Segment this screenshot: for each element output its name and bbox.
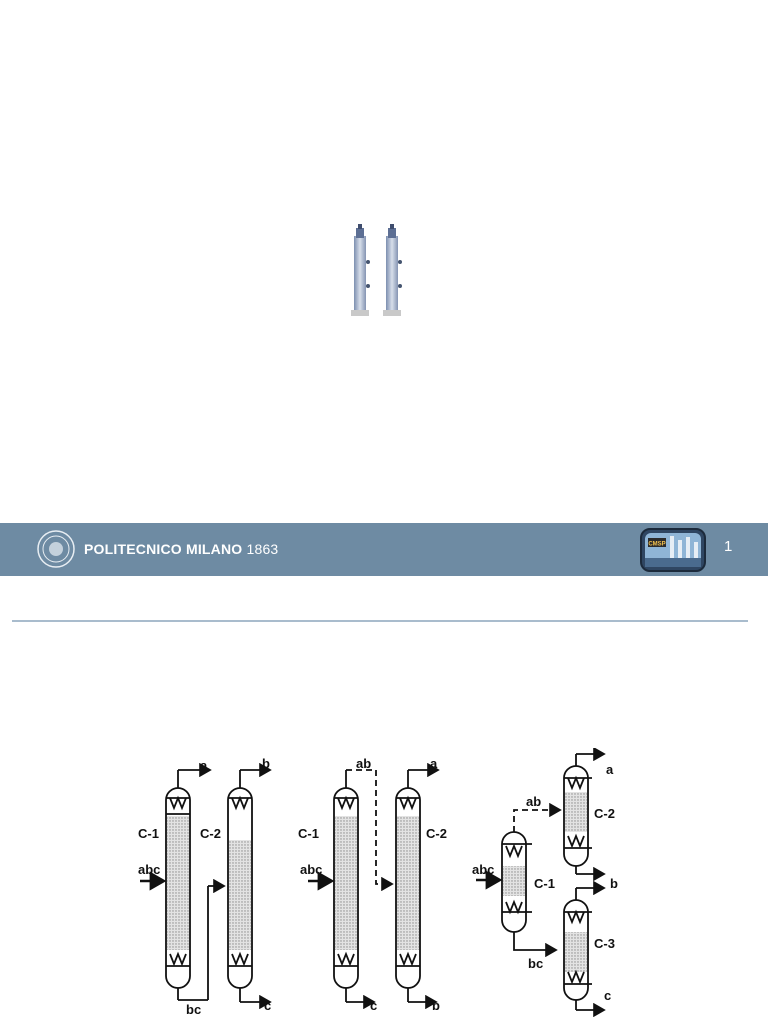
label-d1-top1: a	[200, 758, 208, 773]
label-d2-col1: C-1	[298, 826, 319, 841]
label-d3-out-a: a	[606, 762, 614, 777]
label-d3-bottom-link: bc	[528, 956, 543, 971]
label-d3-out-c: c	[604, 988, 611, 1003]
label-d3-top-link: ab	[526, 794, 541, 809]
label-d2-feed: abc	[300, 862, 322, 877]
label-d1-feed: abc	[138, 862, 160, 877]
label-d3-col3: C-3	[594, 936, 615, 951]
label-d1-col1: C-1	[138, 826, 159, 841]
direct-sequence	[140, 762, 272, 1010]
brand-name: POLITECNICO MILANO 1863	[84, 541, 278, 557]
divider-line	[12, 620, 748, 622]
label-d1-top2: b	[262, 756, 270, 771]
label-d3-out-b: b	[610, 876, 618, 891]
label-d1-bottom-link: bc	[186, 1002, 201, 1017]
label-d2-top-link: ab	[356, 756, 371, 771]
distillation-columns-icon	[351, 224, 402, 316]
distillation-sequences-diagram: a b C-1 C-2 abc bc c ab a C-1 C-2 abc c …	[138, 748, 618, 1018]
brand-strong: POLITECNICO MILANO	[84, 541, 243, 557]
label-d2-top2: a	[430, 756, 438, 771]
brand-year: 1863	[246, 541, 279, 557]
page-number: 1	[724, 538, 733, 555]
badge-text: CMSP	[648, 542, 665, 548]
label-d3-feed: abc	[472, 862, 494, 877]
label-d3-col1: C-1	[534, 876, 555, 891]
label-d2-col2: C-2	[426, 826, 447, 841]
indirect-sequence	[308, 762, 440, 1010]
label-d3-col2: C-2	[594, 806, 615, 821]
label-d2-bottom2: b	[432, 998, 440, 1013]
politecnico-seal-logo	[37, 530, 75, 568]
label-d1-bottom2: c	[264, 998, 271, 1013]
cmsp-badge-logo: CMSP	[640, 528, 706, 572]
label-d1-col2: C-2	[200, 826, 221, 841]
prefractionator-sequence	[476, 748, 606, 1018]
label-d2-bottom1: c	[370, 998, 377, 1013]
